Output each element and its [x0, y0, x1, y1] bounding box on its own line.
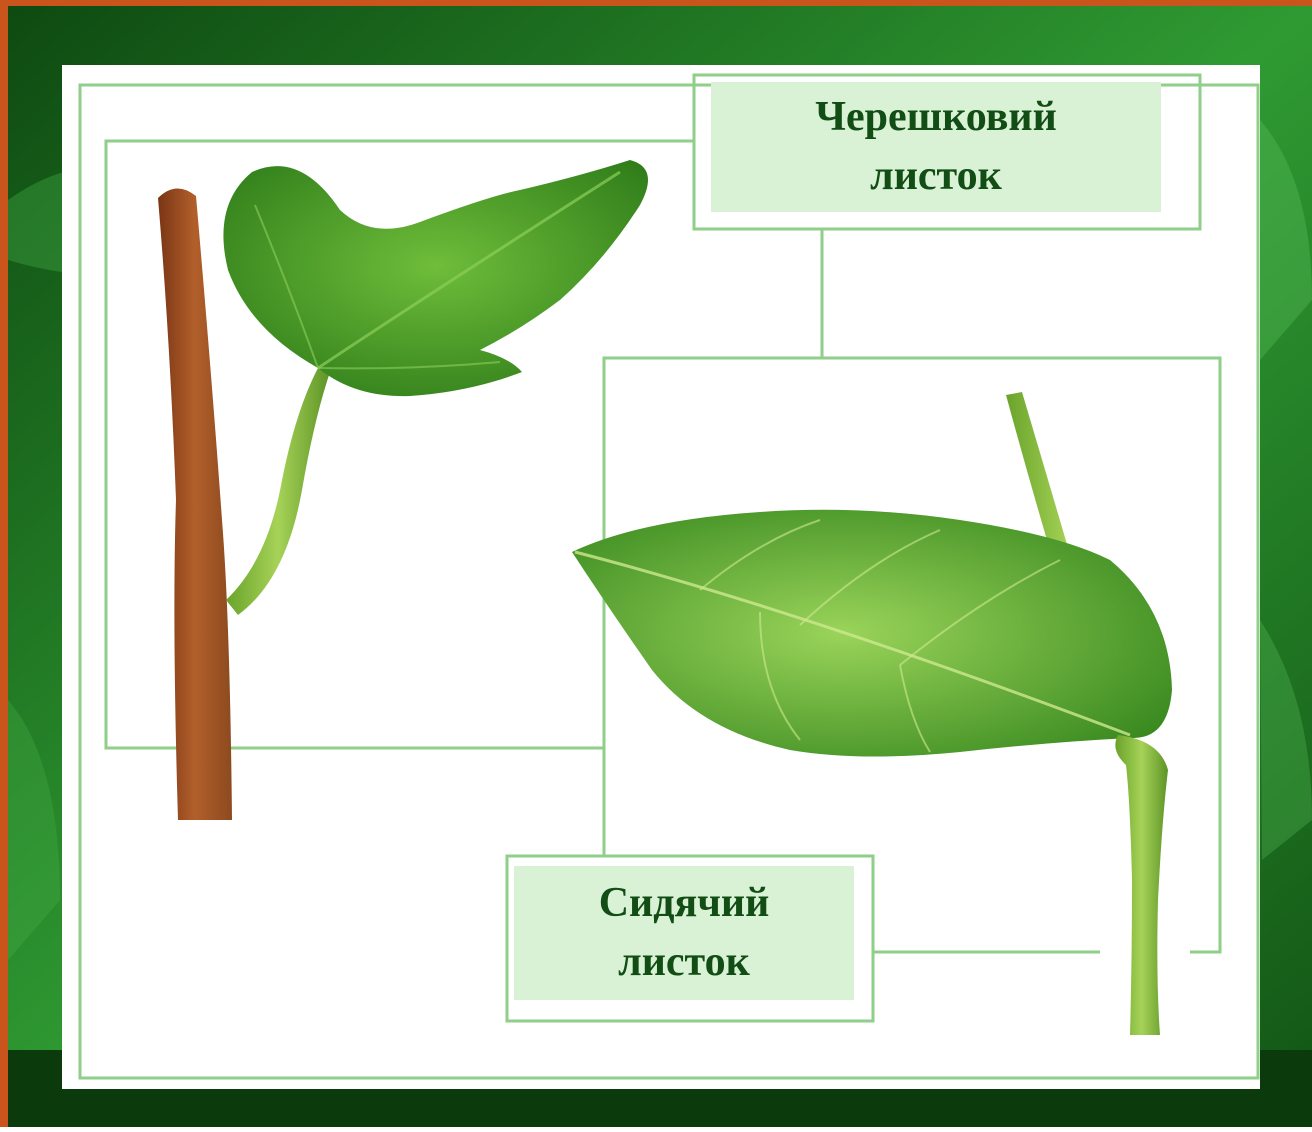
- sessile-label-line-2: листок: [618, 933, 750, 992]
- sessile-leaf-label: Сидячий листок: [514, 866, 854, 1000]
- petiole-label-line-2: листок: [870, 147, 1002, 206]
- sessile-label-line-1: Сидячий: [599, 874, 770, 933]
- petiole-label-line-1: Черешковий: [815, 88, 1057, 147]
- petiole-leaf-label: Черешковий листок: [711, 82, 1161, 212]
